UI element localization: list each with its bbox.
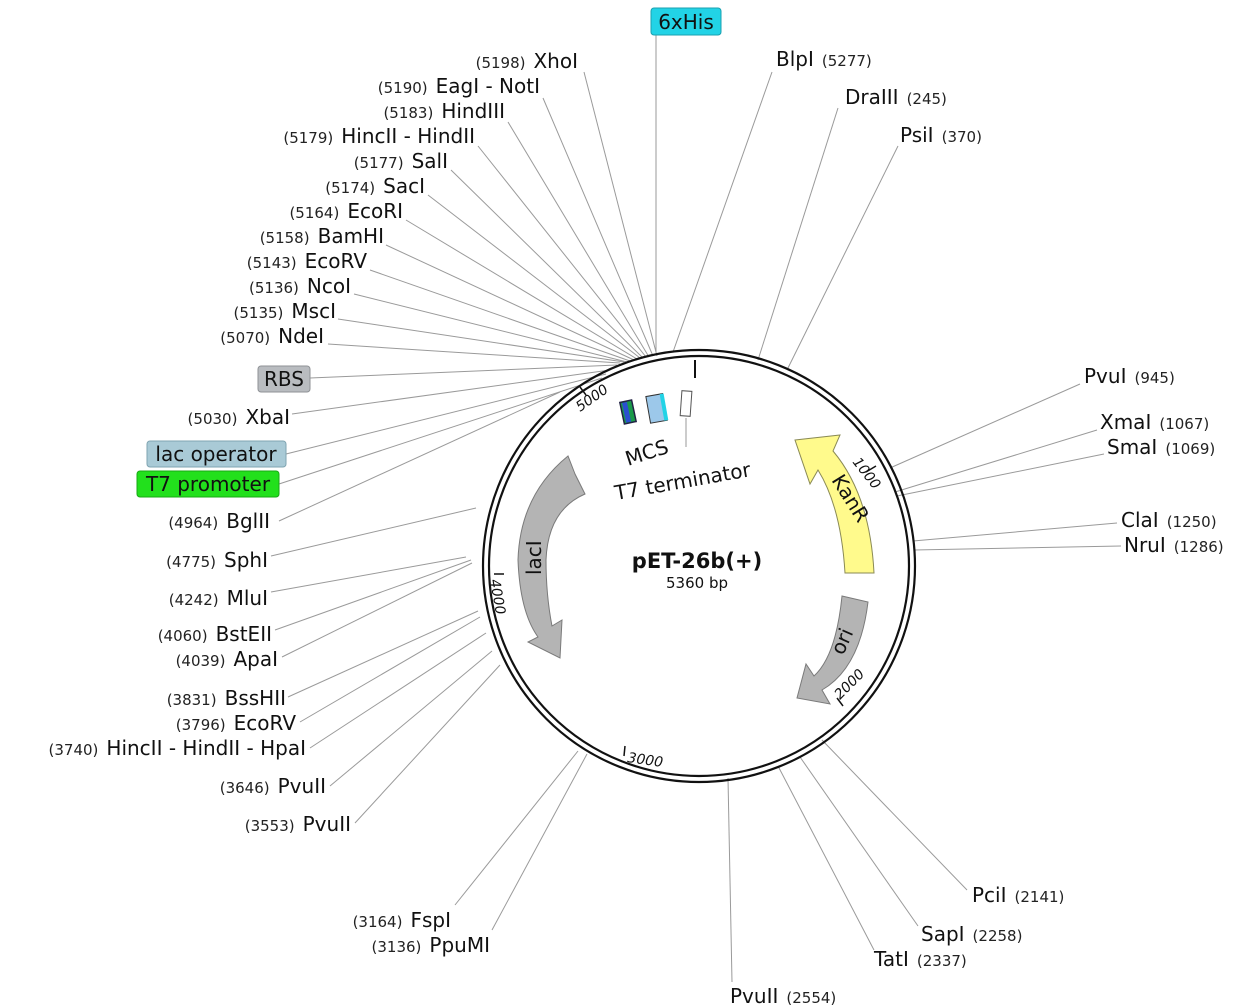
- site-ncoi: (5136)NcoI: [249, 274, 351, 298]
- site-bsteii: (4060)BstEII: [158, 622, 272, 646]
- site-apai: (4039)ApaI: [176, 647, 278, 671]
- site-ecori: (5164)EcoRI: [289, 199, 403, 223]
- site-sapi: SapI(2258): [921, 922, 1022, 946]
- site-pvuii-3646: (3646)PvuII: [220, 774, 326, 798]
- site-blpi: BlpI(5277): [776, 47, 872, 71]
- ori-arrow: [796, 595, 869, 705]
- site-ecorv-3796: (3796)EcoRV: [176, 711, 297, 735]
- site-pcii: PciI(2141): [972, 883, 1064, 907]
- site-bamhi: (5158)BamHI: [260, 224, 384, 248]
- site-hindiii: (5183)HindIII: [383, 99, 505, 123]
- site-draiii: DraIII(245): [845, 85, 947, 109]
- site-hincii-hindii-hpai: (3740)HincII - HindII - HpaI: [49, 736, 306, 760]
- site-tati: TatI(2337): [873, 947, 967, 971]
- site-xmai: XmaI(1067): [1100, 410, 1209, 434]
- plasmid-backbone: [481, 348, 917, 784]
- site-bglii: (4964)BglII: [168, 509, 270, 533]
- site-mlui: (4242)MluI: [169, 586, 268, 610]
- kanr-arrow: [794, 434, 875, 574]
- plasmid-name: pET-26b(+): [632, 549, 762, 573]
- sixhis-label: 6xHis: [658, 10, 714, 34]
- lac-operator-box: [146, 440, 287, 468]
- leader-lines: [270, 28, 1122, 983]
- feature-label-laci: lacI: [522, 540, 546, 575]
- t7-promoter-box: [136, 470, 280, 498]
- lac-operator-label: lac operator: [155, 442, 277, 466]
- site-bsshii: (3831)BssHII: [167, 686, 286, 710]
- site-eagi-noti: (5190)EagI - NotI: [378, 74, 540, 98]
- site-pvuii-2554: PvuII(2554): [730, 984, 836, 1008]
- his-tag-mark-edge: [659, 393, 669, 421]
- site-ppumi: (3136)PpuMI: [372, 933, 490, 957]
- site-fspi: (3164)FspI: [353, 908, 451, 932]
- tick-3000: 3000: [626, 750, 664, 771]
- laci-arrow: [517, 455, 586, 659]
- feature-arrows: [517, 390, 875, 705]
- rbs-label: RBS: [264, 367, 304, 391]
- site-labels-right: BlpI(5277) DraIII(245) PsiI(370) PvuI(94…: [730, 47, 1224, 1008]
- t7-terminator-mark: [679, 390, 693, 417]
- site-sali: (5177)SalI: [354, 149, 448, 173]
- feature-label-mcs: MCS: [622, 434, 671, 470]
- site-clai: ClaI(1250): [1121, 508, 1217, 532]
- site-labels-left: (5198)XhoI (5190)EagI - NotI (5183)HindI…: [49, 49, 578, 957]
- sixhis-box: [650, 7, 722, 36]
- tick-4000: 4000: [486, 578, 508, 616]
- site-hincii-hindii: (5179)HincII - HindII: [283, 124, 475, 148]
- site-ecorv-5143: (5143)EcoRV: [247, 249, 368, 273]
- site-sphi: (4775)SphI: [166, 548, 268, 572]
- plasmid-size: 5360 bp: [666, 574, 728, 592]
- site-pvui: PvuI(945): [1084, 364, 1175, 388]
- mcs-feature-mark-inner: [622, 402, 632, 423]
- tick-marks: [494, 360, 877, 757]
- site-xbai: (5030)XbaI: [188, 405, 290, 429]
- site-pvuii-3553: (3553)PvuII: [245, 812, 351, 836]
- site-ndei: (5070)NdeI: [220, 324, 324, 348]
- rbs-box: [257, 365, 311, 393]
- site-psii: PsiI(370): [900, 123, 982, 147]
- site-nrui: NruI(1286): [1124, 533, 1224, 557]
- boxed-features: 6xHis RBS lac operator T7 promoter: [136, 7, 722, 498]
- site-smai: SmaI(1069): [1107, 435, 1215, 459]
- site-saci: (5174)SacI: [325, 174, 425, 198]
- t7-promoter-label: T7 promoter: [145, 472, 271, 496]
- plasmid-center: pET-26b(+) 5360 bp: [632, 549, 762, 592]
- site-msci: (5135)MscI: [234, 299, 336, 323]
- site-xhoi: (5198)XhoI: [476, 49, 578, 73]
